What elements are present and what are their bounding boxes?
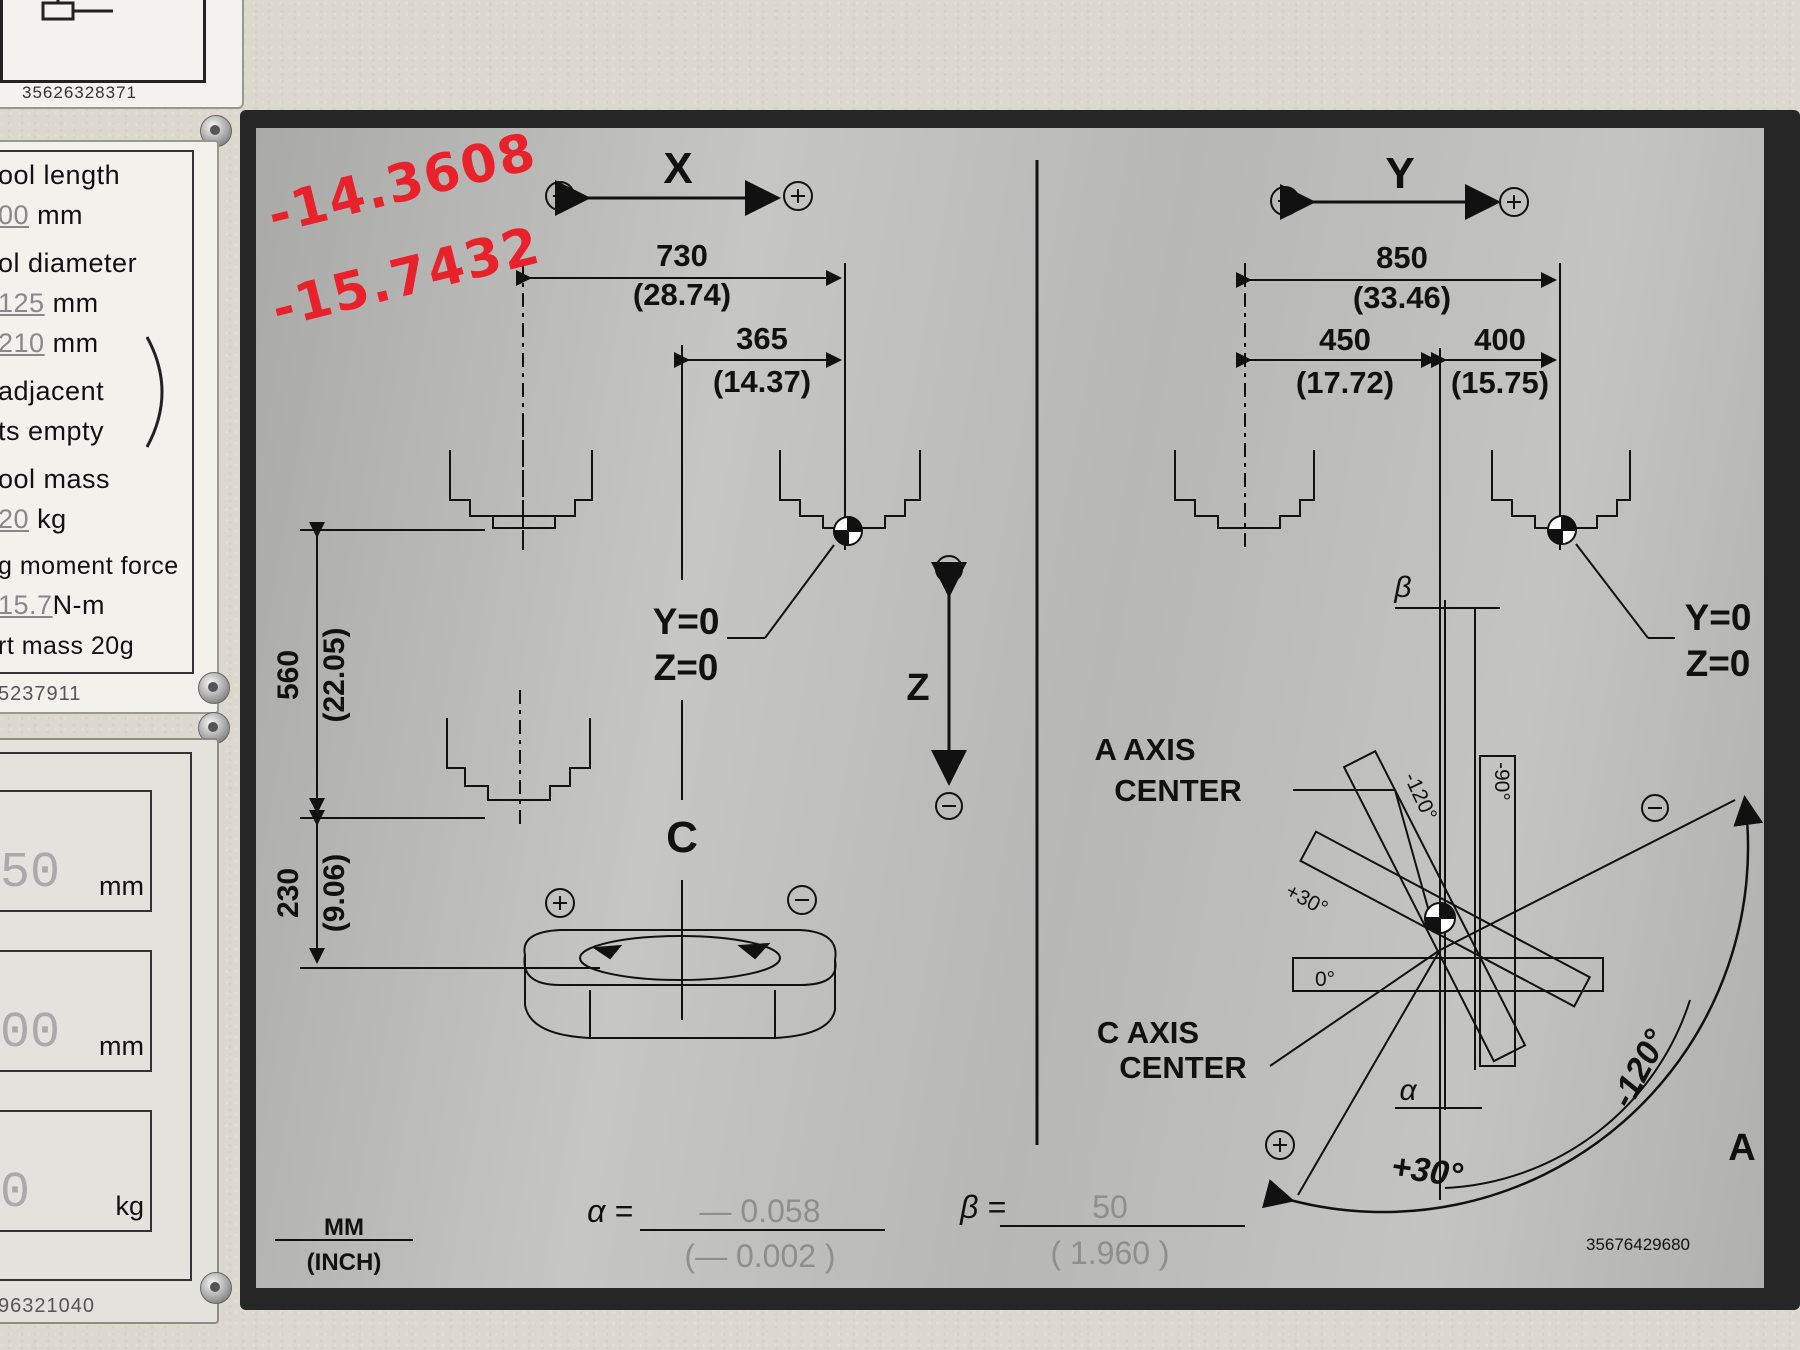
engraved-value: 50: [0, 845, 61, 902]
angle-minus-120: -120°: [1399, 769, 1441, 824]
rivet-icon: [198, 672, 230, 704]
main-plate-serial: 35676429680: [1586, 1235, 1690, 1254]
spec-line: ol diameter: [0, 248, 138, 278]
a-axis-center-label-2: CENTER: [1114, 773, 1241, 808]
y-z-zero-label: Z=0: [1686, 643, 1751, 684]
beta-mm-value: 50: [1092, 1189, 1128, 1225]
value-box: 50 mm: [0, 790, 152, 912]
spec-value: 20: [0, 504, 30, 534]
rivet-icon: [200, 1272, 232, 1304]
spec-unit: mm: [52, 328, 99, 358]
engraved-value: 0: [0, 1165, 31, 1222]
spec-value: 210: [0, 328, 45, 358]
spec-line: ts empty: [0, 416, 105, 446]
beta-symbol: β: [1393, 571, 1411, 604]
x-vdim-1: 560: [272, 650, 305, 700]
spec-line: 00 mm: [0, 200, 83, 231]
axis-diagram-panel: X 730 (28.74) 365 (14.37) Y=0 Z=0 C Z Y …: [256, 128, 1764, 1288]
spec-unit: mm: [37, 200, 84, 230]
axis-diagram: X 730 (28.74) 365 (14.37) Y=0 Z=0 C Z Y …: [272, 144, 1764, 1276]
alpha-inch-value: (— 0.002 ): [684, 1238, 835, 1274]
y-dim-left: 450: [1319, 322, 1371, 357]
x-dim-total-inch: (28.74): [633, 277, 731, 312]
values-frame: [0, 752, 192, 1281]
spec-unit: N-m: [52, 590, 106, 620]
angle-zero: 0°: [1315, 968, 1335, 991]
y-dim-left-inch: (17.72): [1296, 365, 1394, 400]
spec-line: 20 kg: [0, 504, 67, 535]
x-vdim-1-inch: (22.05): [318, 627, 351, 722]
units-mm: MM: [324, 1214, 364, 1241]
spec-plate-serial: 5237911: [0, 683, 82, 705]
engraved-value: 00: [0, 1005, 61, 1062]
spec-value: 125: [0, 288, 45, 318]
spec-frame: [0, 150, 194, 674]
value-unit: mm: [99, 1031, 144, 1061]
c-axis-center-label-2: CENTER: [1119, 1050, 1246, 1085]
top-plate-serial: 35626328371: [22, 83, 138, 102]
alpha-mm-value: — 0.058: [700, 1193, 821, 1229]
spec-line: ool length: [0, 160, 121, 190]
x-vdim-2: 230: [272, 868, 305, 918]
spec-unit: kg: [37, 504, 67, 534]
symbol-frame: [0, 0, 206, 83]
arc-minus-120: -120°: [1604, 1023, 1676, 1113]
y-dim-right-inch: (15.75): [1451, 365, 1549, 400]
a-axis-label: A: [1728, 1127, 1755, 1169]
beta-inch-value: ( 1.960 ): [1050, 1235, 1169, 1271]
x-dim-half: 365: [736, 321, 788, 356]
x-z-zero-label: Z=0: [654, 647, 719, 688]
top-left-plate: 35626328371: [0, 0, 244, 109]
arc-plus-30: +30°: [1389, 1147, 1465, 1195]
spec-unit: mm: [52, 288, 99, 318]
y-dim-right: 400: [1474, 322, 1526, 357]
x-dim-half-inch: (14.37): [713, 364, 811, 399]
y-axis-label: Y: [1385, 149, 1414, 198]
spec-line: rt mass 20g: [0, 632, 135, 660]
spec-line: 15.7N-m: [0, 590, 105, 621]
beta-equation: β =: [959, 1189, 1006, 1225]
value-box: 0 kg: [0, 1110, 152, 1232]
alpha-symbol: α: [1399, 1074, 1417, 1107]
angle-minus-90: -90°: [1490, 762, 1513, 801]
x-vdim-2-inch: (9.06): [318, 854, 351, 932]
c-axis-center-label: C AXIS: [1097, 1015, 1199, 1050]
spec-line: 125 mm: [0, 288, 99, 319]
angle-plus-30: +30°: [1282, 879, 1332, 920]
spec-line: adjacent: [0, 376, 105, 406]
spec-value: 15.7: [0, 590, 53, 620]
tool-symbol-icon: [41, 0, 113, 21]
spec-value: 00: [0, 200, 30, 230]
alpha-equation: α =: [587, 1193, 633, 1229]
units-inch: (INCH): [307, 1249, 382, 1276]
x-dim-total: 730: [656, 238, 708, 273]
x-axis-label: X: [663, 144, 692, 193]
y-y-zero-label: Y=0: [1685, 597, 1752, 638]
values-plate-serial: 96321040: [0, 1295, 95, 1317]
spec-line: ool mass: [0, 464, 111, 494]
value-unit: kg: [115, 1191, 144, 1221]
y-dim-total: 850: [1376, 240, 1428, 275]
spec-line: g moment force: [0, 552, 179, 580]
spec-line: 210 mm: [0, 328, 99, 359]
bracket-icon: [145, 336, 164, 448]
value-box: 00 mm: [0, 950, 152, 1072]
a-axis-center-label: A AXIS: [1094, 732, 1195, 767]
tool-spec-plate: ool length 00 mm ol diameter 125 mm 210 …: [0, 140, 219, 714]
c-axis-label: C: [666, 813, 698, 862]
x-y-zero-label: Y=0: [653, 601, 720, 642]
value-unit: mm: [99, 871, 144, 901]
y-dim-total-inch: (33.46): [1353, 280, 1451, 315]
z-axis-label: Z: [906, 667, 929, 709]
engraved-values-plate: 50 mm 00 mm 0 kg 96321040: [0, 738, 219, 1324]
